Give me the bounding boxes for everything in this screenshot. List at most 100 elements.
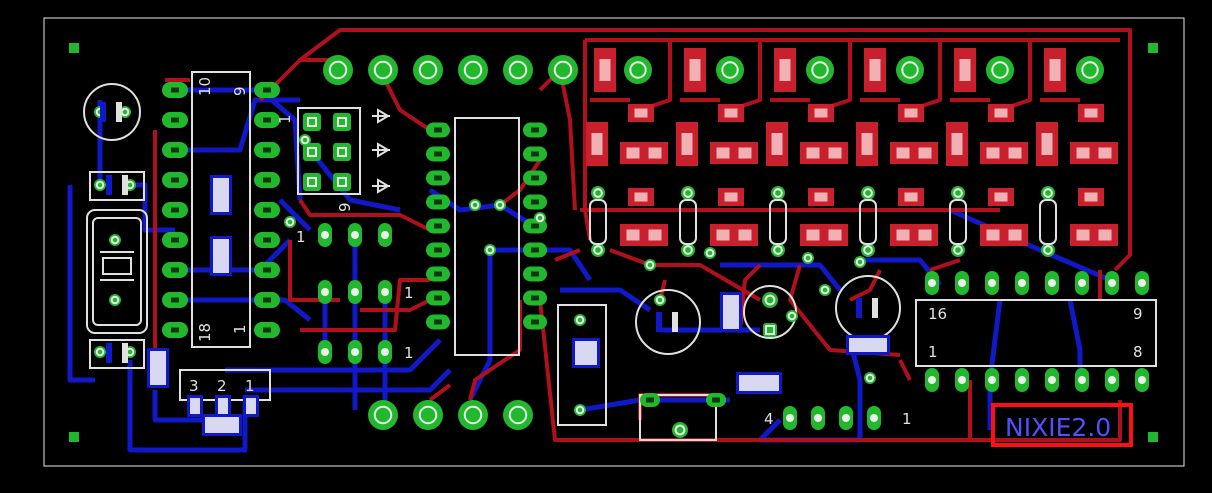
top-header-pad-ring bbox=[463, 60, 483, 80]
cap-left-bottom-plate bbox=[106, 343, 112, 363]
nixie-driver-pad bbox=[806, 56, 834, 84]
smd-resistor-pad-core bbox=[1041, 133, 1053, 155]
via-ring bbox=[575, 315, 585, 325]
via-ring bbox=[495, 200, 505, 210]
resistor-lead-bottom bbox=[951, 243, 965, 257]
resistor-body bbox=[859, 199, 877, 245]
u1-left-pad-drill bbox=[171, 327, 179, 333]
ic-mid-left-pad-drill bbox=[434, 319, 442, 325]
resistor-lead-bottom-ring bbox=[773, 245, 783, 255]
grid-header-pad bbox=[333, 113, 351, 131]
smd-transistor-pad-core bbox=[896, 229, 910, 241]
conn-pin4-label: 4 bbox=[764, 410, 774, 428]
via-ring bbox=[820, 285, 830, 295]
power-conn-center-ring bbox=[674, 424, 686, 436]
grid-header-pad-ring bbox=[337, 177, 347, 187]
smd-transistor-pad-core bbox=[738, 147, 752, 159]
via-ring bbox=[705, 248, 715, 258]
resistor-lead-top-ring bbox=[683, 188, 693, 198]
smd-transistor-pad-core bbox=[1076, 229, 1090, 241]
bottom-header-pad-ring bbox=[418, 405, 438, 425]
via-ring bbox=[470, 200, 480, 210]
silkscreen bbox=[83, 71, 1157, 441]
smd-transistor-pad-core bbox=[634, 108, 648, 118]
connector-pad-hole bbox=[786, 414, 794, 422]
resistor-lead-top-ring bbox=[953, 188, 963, 198]
ic-mid-left-pad-drill bbox=[434, 151, 442, 157]
tht-pads bbox=[94, 55, 1149, 438]
ic2-pin16-label: 16 bbox=[928, 305, 947, 323]
regulator-pin3-core bbox=[190, 398, 200, 414]
ic-mid-right-pad-drill bbox=[531, 319, 539, 325]
mount-hole bbox=[69, 43, 79, 53]
transistor-pad-ring bbox=[765, 325, 775, 335]
smd-transistor-pad-core bbox=[986, 147, 1000, 159]
ic-mid-left-pad-drill bbox=[434, 223, 442, 229]
smd-transistor-pad-core bbox=[1008, 229, 1022, 241]
resistor-lead-top bbox=[771, 186, 785, 200]
top-header-pad bbox=[413, 55, 443, 85]
three-pin-header-pad-hole bbox=[351, 231, 359, 239]
cap-left-top-plate bbox=[106, 175, 112, 195]
smd-transistor-pad-core bbox=[1076, 147, 1090, 159]
smd-resistor-pad-core bbox=[591, 133, 603, 155]
smd-transistor-pad-core bbox=[716, 147, 730, 159]
crystal-outline bbox=[86, 209, 148, 334]
grid-header-pad bbox=[333, 173, 351, 191]
ic-mid-right-pad-drill bbox=[531, 271, 539, 277]
smd-pads bbox=[147, 48, 1118, 436]
power-conn-pad-drill bbox=[646, 397, 654, 403]
ic-mid-outline bbox=[454, 117, 520, 356]
ic2-bottom-pad-hole bbox=[1078, 376, 1086, 384]
via-ring bbox=[95, 180, 105, 190]
u1-right-pad-drill bbox=[263, 267, 271, 273]
ic-mid-left-pad-drill bbox=[434, 295, 442, 301]
u1-cap-top-core bbox=[213, 178, 229, 212]
bottom-header-pad bbox=[368, 400, 398, 430]
smd-resistor-pad-core bbox=[689, 59, 701, 81]
pin-labels: 10 9 18 1 1 9 1 1 1 3 2 1 4 1 16 9 1 8 bbox=[189, 77, 1143, 428]
top-header-pad-ring bbox=[328, 60, 348, 80]
u1-pin18-label: 18 bbox=[196, 323, 214, 342]
grid-header-pad bbox=[303, 173, 321, 191]
smd-transistor-pad-core bbox=[994, 108, 1008, 118]
via-ring bbox=[575, 405, 585, 415]
cap-c2-outline bbox=[635, 289, 701, 355]
via-ring bbox=[110, 235, 120, 245]
smd-transistor-pad-core bbox=[904, 108, 918, 118]
ic2-top-pad-hole bbox=[988, 279, 996, 287]
resistor-lead-top bbox=[681, 186, 695, 200]
header-a-pin9-label: 9 bbox=[336, 202, 354, 212]
connector-outline bbox=[639, 394, 717, 441]
u1-left-pad-drill bbox=[171, 117, 179, 123]
smd-transistor-pad-core bbox=[626, 147, 640, 159]
smd-transistor-pad-core bbox=[724, 192, 738, 202]
ic-mid-right-pad-drill bbox=[531, 295, 539, 301]
cap-c1-plate bbox=[116, 102, 122, 122]
grid-header-pad bbox=[303, 113, 321, 131]
u1-pin1-label: 1 bbox=[231, 324, 249, 334]
nixie-driver-pad-ring bbox=[1081, 61, 1099, 79]
ic2-outline bbox=[915, 299, 1157, 367]
reg-pin3-label: 3 bbox=[189, 377, 199, 395]
header-b-pin1-label: 1 bbox=[296, 228, 306, 246]
nixie-driver-pad-ring bbox=[721, 61, 739, 79]
ic2-bottom-pad-hole bbox=[988, 376, 996, 384]
smd-resistor-pad-core bbox=[599, 59, 611, 81]
regulator-pin1-core bbox=[246, 398, 256, 414]
resistor-lead-top-ring bbox=[593, 188, 603, 198]
connector-pad-hole bbox=[870, 414, 878, 422]
smd-resistor-pad-core bbox=[1049, 59, 1061, 81]
smd-resistor-pad-core bbox=[779, 59, 791, 81]
cap-c1-plate bbox=[100, 102, 106, 122]
top-header-pad-ring bbox=[553, 60, 573, 80]
board-label-frame bbox=[991, 403, 1133, 447]
top-header-pad bbox=[503, 55, 533, 85]
three-pin-header-pad-hole bbox=[321, 231, 329, 239]
resistor-lead-bottom bbox=[681, 243, 695, 257]
grid-header-pad-ring bbox=[307, 147, 317, 157]
smd-transistor-pad-core bbox=[918, 229, 932, 241]
resistor-lead-bottom bbox=[771, 243, 785, 257]
ic2-bottom-pad-hole bbox=[958, 376, 966, 384]
